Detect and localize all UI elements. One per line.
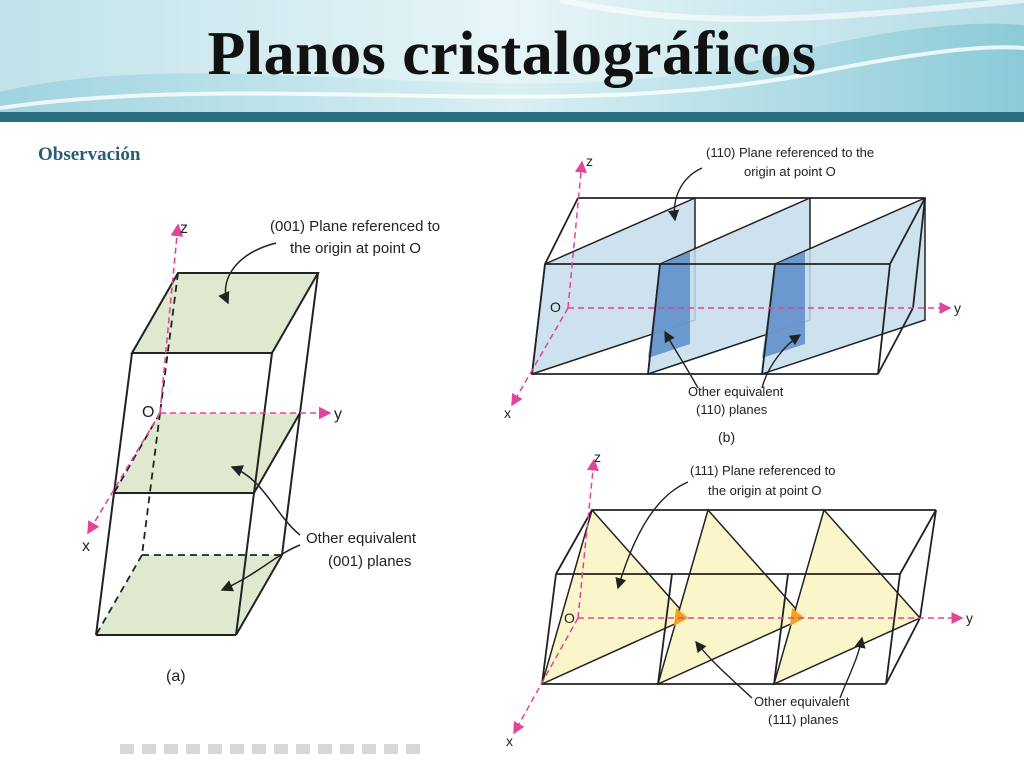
header-rule bbox=[0, 112, 1024, 122]
plane-001-bottom bbox=[96, 555, 282, 635]
intersection-1 bbox=[674, 608, 688, 626]
plane-001-middle bbox=[114, 413, 300, 493]
slide-header: Planos cristalográficos bbox=[0, 0, 1024, 122]
axis-z-label: z bbox=[586, 153, 593, 169]
axis-y-label: y bbox=[966, 610, 973, 626]
planes-111 bbox=[540, 508, 922, 686]
axes bbox=[87, 223, 332, 535]
figure-c-111-planes: z y x O (111) Plane referenced to the or… bbox=[506, 449, 973, 749]
axis-z-label: z bbox=[594, 449, 601, 465]
axis-x-label: x bbox=[82, 538, 90, 555]
unit-cells-edges bbox=[531, 197, 926, 375]
plane-001-top bbox=[130, 272, 320, 354]
planes-110 bbox=[531, 196, 926, 376]
axis-y-label: y bbox=[334, 406, 342, 423]
figure-a-001-planes: z y x O (001) Plane referenced to the or… bbox=[82, 218, 440, 685]
origin-label: O bbox=[550, 299, 561, 315]
page-title: Planos cristalográficos bbox=[207, 20, 817, 88]
callout-top-line-1: (110) Plane referenced to the bbox=[706, 145, 874, 160]
plane-111-1 bbox=[540, 508, 690, 686]
callout-bottom-line-2: (111) planes bbox=[768, 712, 839, 727]
axis-x-label: x bbox=[506, 733, 513, 749]
callout-bottom-line-1: Other equivalent bbox=[688, 384, 784, 399]
plane-111-2 bbox=[656, 508, 806, 686]
unit-cells-edges bbox=[95, 272, 319, 636]
callout-top-line-1: (111) Plane referenced to bbox=[690, 463, 836, 478]
axis-x-label: x bbox=[504, 405, 511, 421]
callout-bottom-line-1: Other equivalent bbox=[306, 530, 417, 547]
unit-cells-edges bbox=[541, 509, 937, 685]
axis-z-label: z bbox=[180, 220, 188, 237]
axes bbox=[511, 160, 952, 407]
figure-b-110-planes: z y x O (110) Plane referenced to the or… bbox=[504, 145, 961, 445]
footer-strip bbox=[120, 744, 420, 754]
axes bbox=[513, 458, 964, 735]
axis-y-label: y bbox=[954, 300, 961, 316]
intersection-2 bbox=[762, 252, 805, 358]
origin-label: O bbox=[142, 404, 154, 421]
callout-bottom-line-1: Other equivalent bbox=[754, 694, 850, 709]
intersection-2 bbox=[790, 608, 804, 626]
origin-label: O bbox=[564, 610, 575, 626]
callout-bottom-line-2: (001) planes bbox=[328, 553, 411, 570]
callout-top-line-2: the origin at point O bbox=[708, 483, 821, 498]
plane-111-3 bbox=[772, 508, 922, 686]
figure-a-caption: (a) bbox=[166, 668, 186, 685]
callout-top-line-2: origin at point O bbox=[744, 164, 836, 179]
callout-top-line-2: the origin at point O bbox=[290, 240, 421, 257]
figure-b-caption: (b) bbox=[718, 429, 735, 445]
callout-top-line-1: (001) Plane referenced to bbox=[270, 218, 440, 235]
header-swoosh-background bbox=[0, 0, 1024, 122]
callout-bottom-line-2: (110) planes bbox=[696, 402, 768, 417]
section-subtitle: Observación bbox=[38, 144, 141, 165]
